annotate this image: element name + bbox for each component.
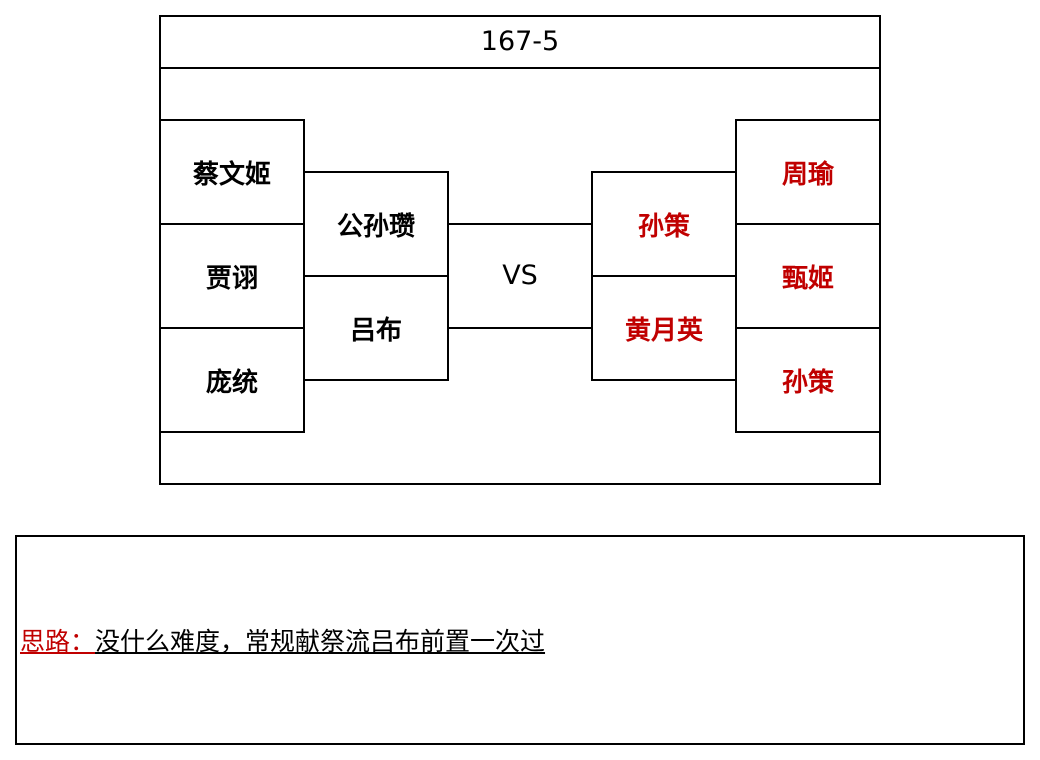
strategy-note-box (15, 535, 1025, 745)
left-front-slot-2: 吕布 (303, 275, 449, 381)
strategy-note-label: 思路： (20, 627, 96, 656)
right-front-slot-2: 黄月英 (591, 275, 737, 381)
right-back-slot-3: 孙策 (735, 327, 881, 433)
right-back-slot-2: 甄姬 (735, 223, 881, 329)
left-back-slot-3: 庞统 (159, 327, 305, 433)
versus-label: VS (502, 259, 538, 291)
strategy-note-text: 没什么难度，常规献祭流吕布前置一次过 (95, 627, 546, 656)
left-front-slot-1: 公孙瓒 (303, 171, 449, 277)
connector-line-bottom (447, 327, 593, 329)
left-back-slot-2: 贾诩 (159, 223, 305, 329)
right-front-slot-1: 孙策 (591, 171, 737, 277)
stage-title: 167-5 (159, 15, 881, 69)
left-back-slot-1: 蔡文姬 (159, 119, 305, 225)
strategy-note: 思路：没什么难度，常规献祭流吕布前置一次过 (20, 620, 1020, 660)
connector-line-top (447, 223, 593, 225)
right-back-slot-1: 周瑜 (735, 119, 881, 225)
